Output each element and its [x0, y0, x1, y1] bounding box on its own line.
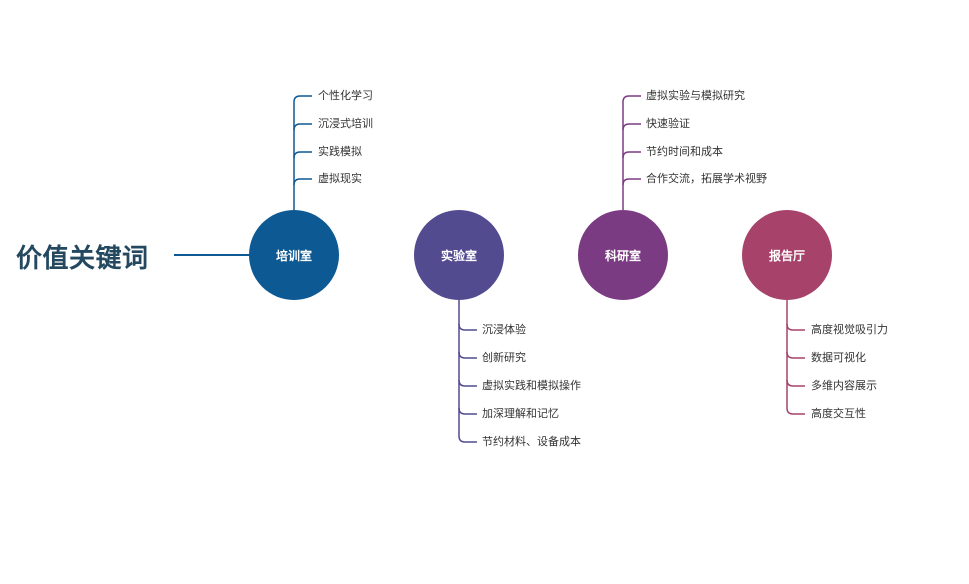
branch-elbow	[293, 123, 312, 131]
node-laboratory[interactable]: 实验室	[414, 210, 504, 300]
branch-elbow	[458, 435, 477, 443]
branch-elbow	[293, 151, 312, 159]
leaf-item: 虚拟实验与模拟研究	[646, 89, 745, 102]
node-lecture-hall[interactable]: 报告厅	[742, 210, 832, 300]
node-research-room[interactable]: 科研室	[578, 210, 668, 300]
branch-elbow	[786, 351, 805, 359]
branch-elbow	[293, 178, 312, 186]
node-label: 报告厅	[768, 248, 805, 263]
branch-elbow	[786, 379, 805, 387]
branch-elbow	[622, 123, 641, 131]
leaf-item: 沉浸体验	[482, 323, 526, 336]
page-title: 价值关键词	[16, 244, 149, 274]
branch-elbow	[622, 95, 641, 103]
branch-elbow	[786, 323, 805, 331]
branch-elbow	[458, 351, 477, 359]
node-label: 科研室	[604, 248, 641, 263]
branch-elbow	[786, 407, 805, 415]
leaf-item: 虚拟现实	[318, 172, 362, 185]
branch-elbow	[458, 379, 477, 387]
leaf-item: 高度交互性	[811, 407, 866, 420]
node-training-room[interactable]: 培训室	[249, 210, 339, 300]
branch-elbow	[458, 407, 477, 415]
leaf-item: 节约材料、设备成本	[482, 435, 581, 448]
leaf-item: 高度视觉吸引力	[811, 323, 888, 336]
leaf-item: 沉浸式培训	[318, 117, 373, 130]
leaf-item: 数据可视化	[811, 351, 866, 364]
branch-elbow	[622, 178, 641, 186]
branch-elbow	[458, 323, 477, 331]
leaf-item: 个性化学习	[318, 89, 373, 102]
leaf-item: 快速验证	[646, 117, 690, 130]
leaf-item: 节约时间和成本	[646, 145, 723, 158]
branch-elbow	[293, 95, 312, 103]
leaf-item: 合作交流，拓展学术视野	[646, 172, 767, 185]
leaf-item: 创新研究	[482, 351, 526, 364]
leaf-item: 加深理解和记忆	[482, 407, 559, 420]
leaf-item: 实践模拟	[318, 145, 362, 158]
node-label: 培训室	[275, 248, 312, 263]
leaf-item: 多维内容展示	[811, 379, 877, 392]
node-label: 实验室	[440, 248, 477, 263]
branch-elbow	[622, 151, 641, 159]
leaf-item: 虚拟实践和模拟操作	[482, 379, 581, 392]
